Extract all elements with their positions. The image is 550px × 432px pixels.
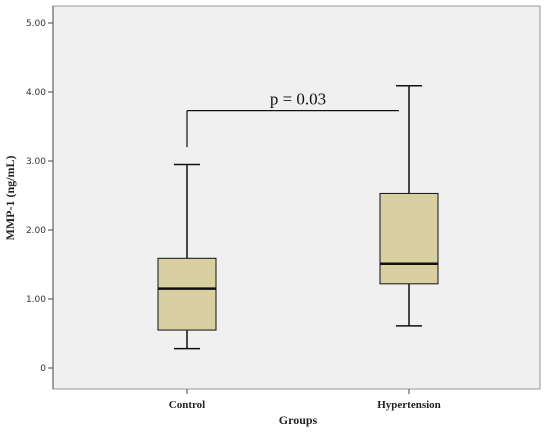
p-value-label: p = 0.03: [270, 90, 326, 109]
iqr-box: [379, 192, 439, 285]
y-axis-title: MMP-1 (ng/mL): [3, 156, 17, 241]
x-axis-title: Groups: [279, 413, 318, 427]
y-tick-label: 0: [40, 364, 46, 374]
y-tick-label: 1.00: [26, 295, 46, 305]
iqr-box: [157, 257, 217, 331]
y-tick-label: 2.00: [26, 226, 46, 236]
plot-area: [52, 5, 541, 390]
boxes: [157, 85, 439, 350]
box-control: [157, 163, 217, 350]
y-axis-ticks: 0 1.00 2.00 3.00 4.00 5.00: [26, 19, 53, 374]
y-tick-label: 4.00: [26, 88, 46, 98]
significance-annotation: p = 0.03: [186, 90, 399, 148]
x-axis-category-labels: Control Hypertension: [169, 389, 441, 411]
x-tick-label: Control: [169, 399, 205, 411]
y-tick-label: 5.00: [26, 19, 46, 29]
box-hypertension: [379, 85, 439, 327]
y-tick-label: 3.00: [26, 157, 46, 167]
x-tick-label: Hypertension: [377, 399, 441, 411]
